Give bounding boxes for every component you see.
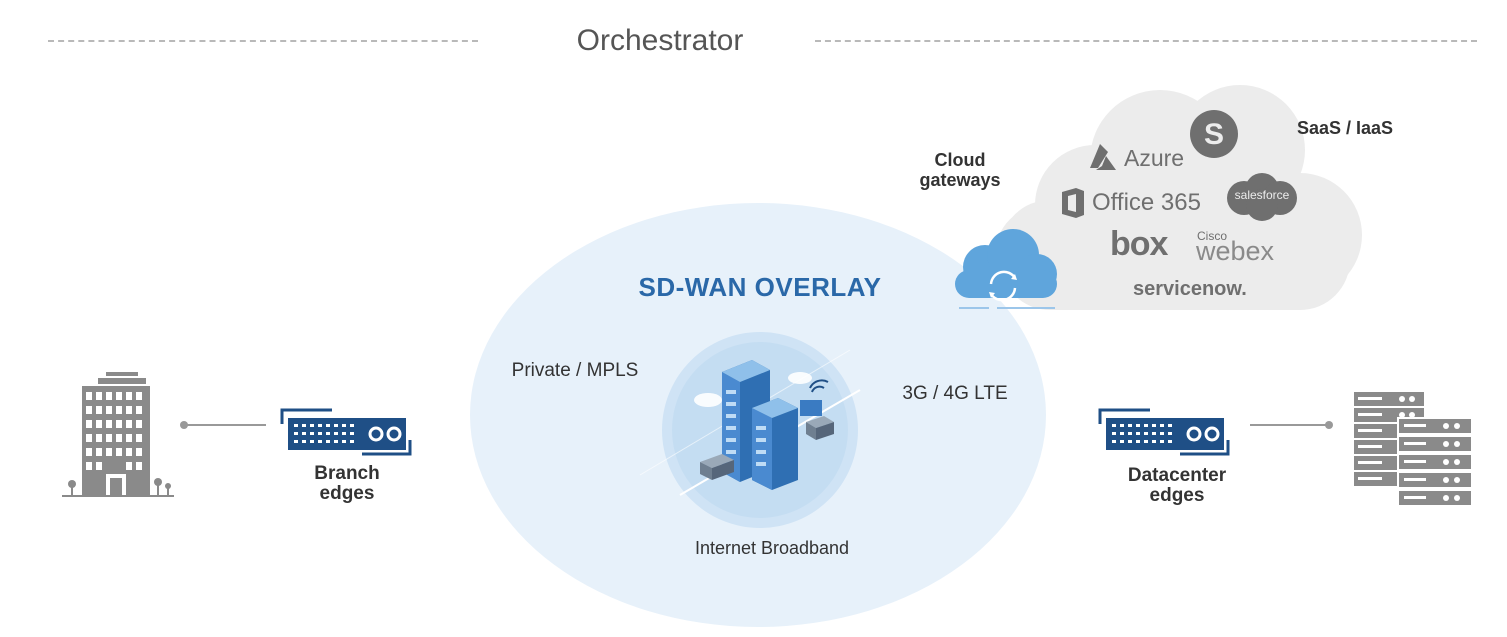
box-logo-text: box — [1110, 225, 1168, 263]
skype-icon: S — [1190, 110, 1238, 158]
webex-logo-text: webex — [1196, 236, 1275, 266]
orchestrator-divider-left — [48, 40, 478, 42]
cloud-gateway-icon — [955, 229, 1057, 309]
datacenter-edges-label-line1: Datacenter — [1127, 465, 1227, 486]
salesforce-logo-text: salesforce — [1234, 188, 1290, 202]
cloud-gateways-label-line1: Cloud — [934, 150, 986, 170]
branch-edges-label: Branch edges — [280, 464, 414, 504]
cisco-logo-text: Cisco — [1197, 229, 1228, 243]
datacenter-edge-device-icon — [1098, 408, 1230, 456]
salesforce-icon — [1227, 173, 1297, 221]
branch-edges-label-line1: Branch — [314, 463, 380, 484]
private-mpls-label: Private / MPLS — [511, 360, 639, 381]
orchestrator-divider-right — [815, 40, 1477, 42]
datacenter-connector — [1250, 421, 1333, 429]
branch-connector — [180, 421, 266, 429]
sdwan-overlay-title: SD-WAN OVERLAY — [638, 272, 882, 302]
datacenter-edges-label: Datacenter edges — [1098, 466, 1256, 506]
internet-broadband-label: Internet Broadband — [694, 538, 850, 558]
branch-edge-device-icon — [280, 408, 412, 456]
branch-edges-label-line2: edges — [319, 483, 375, 504]
office365-logo-text: Office 365 — [1092, 189, 1201, 216]
azure-logo-text: Azure — [1124, 145, 1185, 171]
network-hub-icon — [639, 332, 861, 528]
svg-text:S: S — [1204, 118, 1224, 151]
office-icon — [1062, 188, 1084, 218]
branch-building-icon — [62, 372, 174, 497]
datacenter-server-rack-icon — [1354, 392, 1473, 507]
servicenow-logo-text: servicenow. — [1133, 278, 1247, 300]
cloud-gateways-label: Cloud gateways — [890, 150, 1030, 190]
azure-icon — [1090, 144, 1116, 170]
orchestrator-title: Orchestrator — [576, 24, 744, 57]
cloud-gateways-label-line2: gateways — [919, 170, 1001, 190]
datacenter-edges-label-line2: edges — [1149, 485, 1205, 506]
lte-label: 3G / 4G LTE — [902, 383, 1008, 404]
saas-iaas-label: SaaS / IaaS — [1296, 118, 1394, 138]
